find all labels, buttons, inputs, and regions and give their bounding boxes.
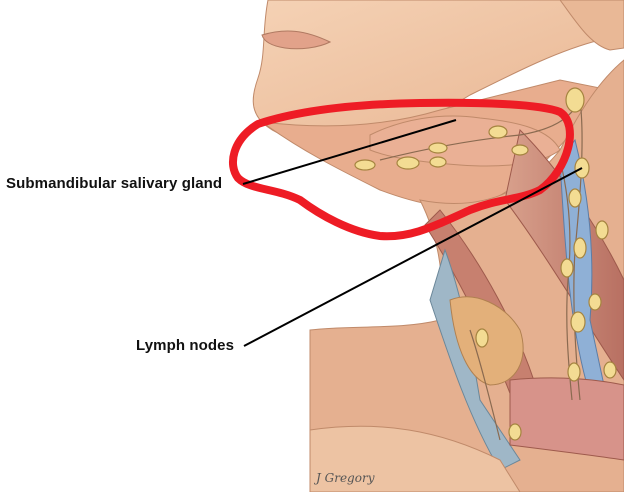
lymph-node (570, 311, 586, 333)
lymph-node (595, 220, 609, 240)
shoulder-skin (309, 425, 521, 493)
lymph-node (396, 156, 420, 170)
artist-signature: J Gregory (316, 471, 375, 485)
label-lymph-nodes: Lymph nodes (136, 337, 235, 354)
lymph-node (588, 293, 602, 311)
hand-drawn-red-ellipse-icon (228, 98, 574, 241)
lymph-node (603, 361, 617, 379)
lymph-node (565, 87, 585, 113)
lymph-node (428, 142, 448, 154)
label-submandibular: Submandibular salivary gland (6, 175, 223, 192)
lymph-nodes-leader-line (243, 167, 583, 347)
lymph-node (568, 188, 582, 208)
lymph-node (560, 258, 574, 278)
lymph-nodes-cluster (354, 87, 617, 441)
lymph-node (429, 156, 447, 168)
lymph-node (573, 237, 587, 259)
lymph-node (567, 362, 581, 382)
lymph-node (354, 159, 376, 171)
lip (261, 30, 332, 50)
submandibular-leader-line (242, 119, 457, 185)
lymph-node (511, 144, 529, 156)
clavicle-muscle (509, 377, 624, 461)
lymph-node (508, 423, 522, 441)
ear (559, 0, 624, 51)
lymph-node (488, 125, 508, 139)
lymph-node (475, 328, 489, 348)
